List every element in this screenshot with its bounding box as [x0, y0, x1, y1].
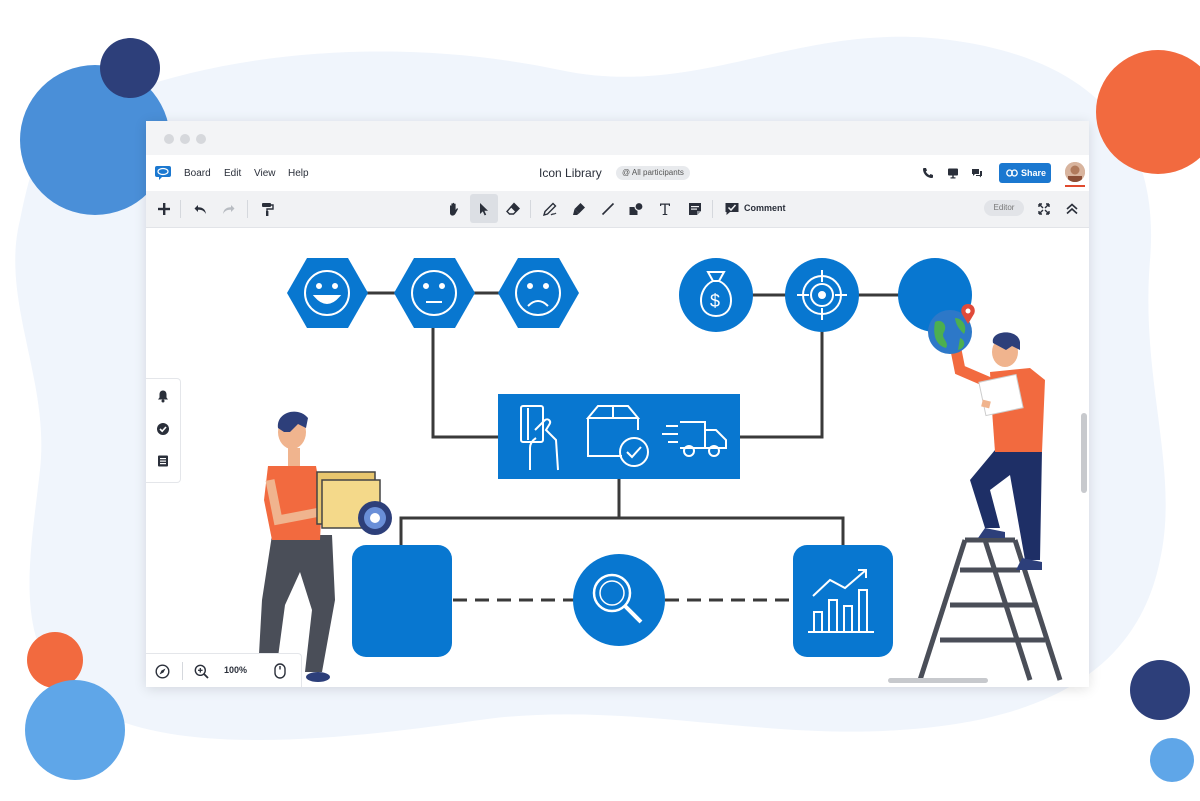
- board-canvas[interactable]: $: [146, 228, 1089, 687]
- navy-bottom-circle-decoration: [1130, 660, 1190, 720]
- diagram: $: [258, 258, 1063, 682]
- circle-money-bag[interactable]: $: [679, 258, 753, 332]
- share-label: Share: [1021, 168, 1047, 178]
- toolbar: Comment Editor: [146, 191, 1089, 228]
- phone-icon[interactable]: [922, 167, 934, 179]
- menu-view[interactable]: View: [254, 168, 276, 179]
- compass-icon[interactable]: [155, 664, 170, 679]
- mouse-icon[interactable]: [274, 663, 286, 679]
- package-check-icon: [585, 405, 649, 467]
- side-panel: [146, 378, 181, 483]
- sticky-note-icon[interactable]: [687, 201, 703, 217]
- check-circle-icon[interactable]: [156, 422, 170, 436]
- comment-icon[interactable]: [724, 201, 740, 217]
- circle-search[interactable]: [573, 554, 665, 646]
- person-on-ladder-illustration: [917, 304, 1063, 681]
- chat-icon[interactable]: [971, 167, 983, 179]
- app-window: Board Edit View Help Icon Library @ All …: [146, 121, 1089, 687]
- pen-icon[interactable]: [542, 201, 558, 217]
- card-payment-icon: [520, 405, 559, 471]
- text-icon[interactable]: [657, 201, 673, 217]
- rounded-square-shape[interactable]: [352, 545, 452, 657]
- window-dot-2[interactable]: [180, 134, 190, 144]
- light-blue-bottom-circle-decoration: [1150, 738, 1194, 782]
- toolbar-divider: [180, 200, 181, 218]
- zoom-controls: 100%: [146, 653, 302, 687]
- hexagon-sad[interactable]: [498, 258, 579, 328]
- box-growth-chart[interactable]: [793, 545, 893, 657]
- zoom-divider: [182, 662, 183, 680]
- document-title[interactable]: Icon Library: [539, 166, 602, 180]
- window-dot-3[interactable]: [196, 134, 206, 144]
- orange-small-circle-decoration: [27, 632, 83, 688]
- menu-board[interactable]: Board: [184, 168, 211, 179]
- toolbar-divider: [247, 200, 248, 218]
- shapes-icon[interactable]: [628, 201, 644, 217]
- line-icon[interactable]: [600, 201, 616, 217]
- avatar-indicator: [1065, 185, 1085, 187]
- menu-bar: Board Edit View Help Icon Library @ All …: [146, 155, 1089, 191]
- target-icon: [797, 270, 847, 320]
- app-logo-icon[interactable]: [155, 166, 171, 180]
- neutral-face-icon: [411, 270, 457, 316]
- money-bag-icon: $: [700, 271, 732, 318]
- pointer-icon[interactable]: [476, 201, 492, 217]
- hand-icon[interactable]: [446, 201, 462, 217]
- add-icon[interactable]: [156, 201, 172, 217]
- participants-badge[interactable]: @ All participants: [616, 166, 690, 180]
- menu-help[interactable]: Help: [288, 168, 309, 179]
- link-icon: [1006, 169, 1018, 177]
- horizontal-scrollbar[interactable]: [888, 678, 988, 683]
- delivery-truck-icon: [662, 421, 727, 457]
- collapse-icon[interactable]: [1064, 201, 1080, 217]
- sad-face-icon: [515, 270, 561, 316]
- hexagon-neutral[interactable]: [394, 258, 475, 328]
- presentation-icon[interactable]: [947, 167, 959, 179]
- window-titlebar: [146, 121, 1089, 155]
- editor-badge[interactable]: Editor: [984, 200, 1024, 216]
- list-icon[interactable]: [156, 454, 170, 468]
- toolbar-divider: [712, 200, 713, 218]
- person-with-folders-illustration: [258, 411, 392, 682]
- growth-chart-icon: [808, 569, 874, 633]
- hexagon-smile[interactable]: [287, 258, 368, 328]
- zoom-level[interactable]: 100%: [224, 665, 248, 675]
- highlighter-icon[interactable]: [571, 201, 587, 217]
- zoom-in-icon[interactable]: [194, 664, 209, 679]
- share-button[interactable]: Share: [999, 163, 1051, 183]
- menu-edit[interactable]: Edit: [224, 168, 242, 179]
- bell-icon[interactable]: [156, 389, 170, 403]
- blue-circle-decoration: [20, 65, 170, 215]
- user-avatar-icon: [1065, 162, 1085, 182]
- format-painter-icon[interactable]: [259, 201, 275, 217]
- smile-icon: [304, 270, 350, 316]
- avatar[interactable]: [1065, 162, 1085, 182]
- light-blue-circle-decoration: [25, 680, 125, 780]
- vertical-scrollbar[interactable]: [1081, 413, 1087, 493]
- toolbar-divider: [530, 200, 531, 218]
- center-process-box[interactable]: [498, 394, 740, 479]
- search-icon: [592, 573, 643, 624]
- comment-label[interactable]: Comment: [744, 203, 786, 213]
- undo-icon[interactable]: [193, 201, 209, 217]
- orange-circle-decoration: [1096, 50, 1200, 174]
- navy-circle-decoration: [100, 38, 160, 98]
- circle-target[interactable]: [785, 258, 859, 332]
- redo-icon[interactable]: [220, 201, 236, 217]
- fullscreen-icon[interactable]: [1036, 201, 1052, 217]
- svg-text:$: $: [710, 291, 720, 311]
- eraser-icon[interactable]: [505, 201, 521, 217]
- window-dot-1[interactable]: [164, 134, 174, 144]
